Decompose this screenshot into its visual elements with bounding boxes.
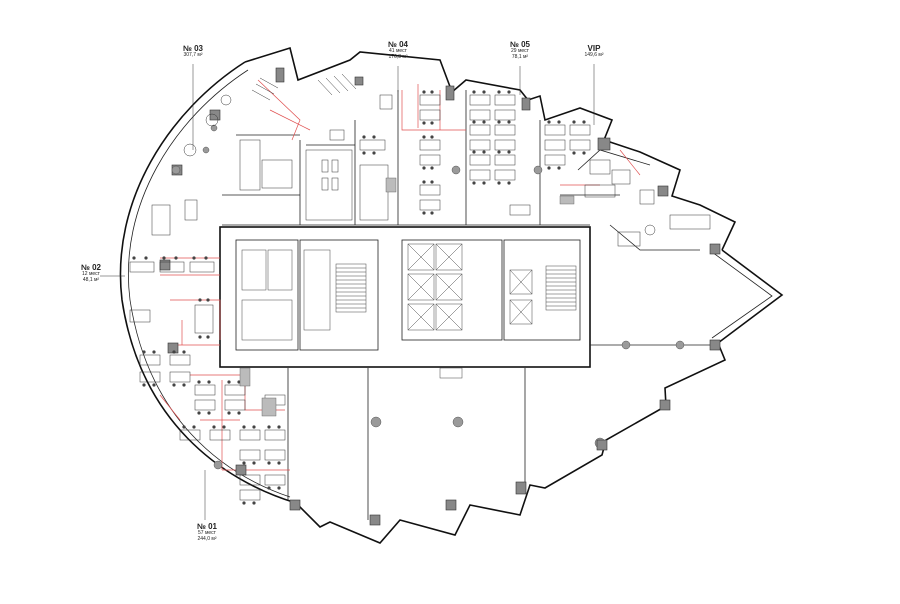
stairs bbox=[335, 263, 577, 313]
zone-vip-area: 149,6 м² bbox=[584, 52, 604, 59]
columns bbox=[171, 124, 543, 470]
zone-label-vip: VIP 149,6 м² bbox=[569, 44, 619, 59]
zone-03-area: 307,7 м² bbox=[183, 52, 203, 59]
building-core bbox=[219, 226, 591, 368]
zone-03-number: № 03 bbox=[182, 44, 204, 53]
zone-04-seats: 41 мест bbox=[389, 48, 407, 55]
facade-piers bbox=[159, 67, 721, 526]
zone-label-01: № 01 57 мест 244,0 м² bbox=[182, 522, 232, 543]
zone-vip-number: VIP bbox=[587, 44, 601, 53]
workstations bbox=[129, 73, 711, 505]
zone-02-number: № 02 bbox=[80, 263, 102, 272]
zone-label-03: № 03 307,7 м² bbox=[168, 44, 218, 59]
zone-01-seats: 57 мест bbox=[198, 530, 216, 537]
zone-01-number: № 01 bbox=[196, 522, 218, 531]
zone-05-area: 78,1 м² bbox=[511, 53, 529, 60]
lower-open-space bbox=[287, 340, 712, 520]
zone-01-area: 244,0 м² bbox=[197, 535, 217, 542]
glass-partitions bbox=[159, 79, 641, 471]
label-leaders bbox=[100, 64, 595, 520]
building-outline bbox=[119, 46, 784, 544]
zone-04-number: № 04 bbox=[387, 40, 409, 49]
zone-label-04: № 04 41 мест 176,3 м² bbox=[373, 40, 423, 61]
zone-02-area: 48,1 м² bbox=[82, 276, 100, 283]
zone-05-number: № 05 bbox=[509, 40, 531, 49]
upper-partitions bbox=[222, 90, 700, 251]
zone-05-seats: 29 мест bbox=[511, 48, 529, 55]
zone-02-seats: 12 мест bbox=[82, 271, 100, 278]
zone-04-area: 176,3 м² bbox=[388, 53, 408, 60]
zone-label-05: № 05 29 мест 78,1 м² bbox=[495, 40, 545, 61]
zone-label-02: № 02 12 мест 48,1 м² bbox=[68, 263, 114, 284]
